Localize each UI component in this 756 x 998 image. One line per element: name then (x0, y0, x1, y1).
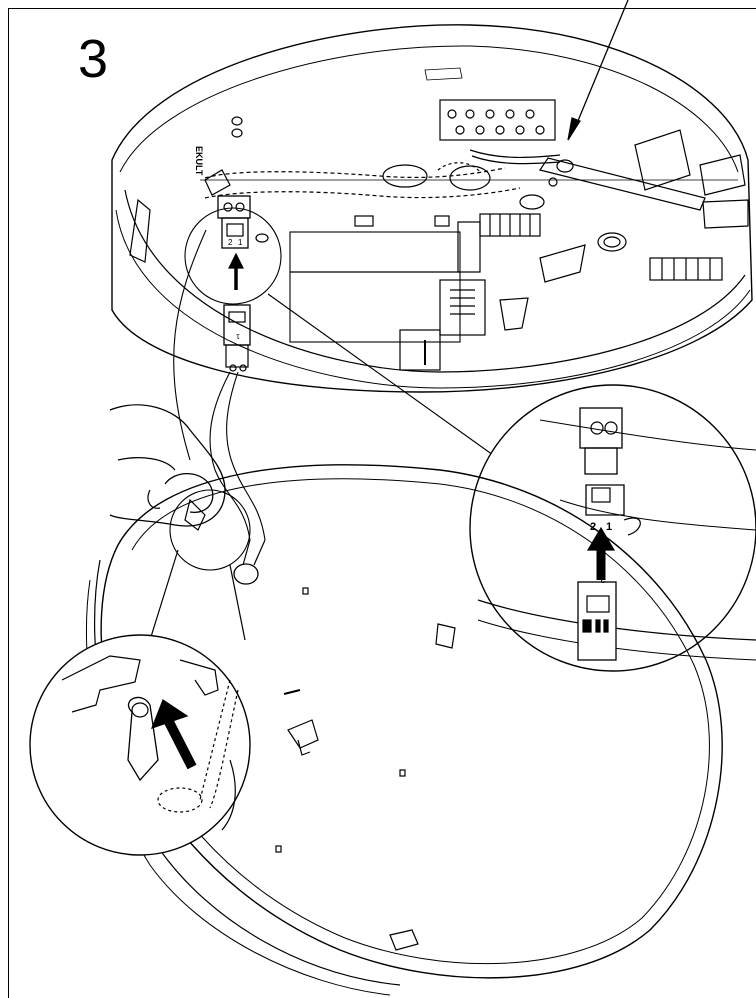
illustration-frame (8, 8, 756, 998)
step-number: 3 (78, 29, 109, 89)
terminal-strip-middle (479, 213, 541, 237)
terminal-strip-right (649, 257, 723, 281)
cable-strain-relief (539, 157, 706, 211)
base-housing: EKULT (111, 24, 753, 393)
pin-label-2: 2 (228, 238, 233, 247)
detail-marker-base (184, 207, 282, 305)
connector-plug-loose: 1 (223, 304, 251, 372)
detail-zoom-clip (29, 634, 251, 856)
zoom-plug-label: 2 (600, 573, 606, 584)
hand (109, 404, 226, 531)
connector-socket-base: 2 1 (217, 195, 251, 249)
housing-label: EKULT (194, 146, 204, 176)
temperature-sensor (233, 539, 266, 585)
zoom-pin-label-1: 1 (606, 521, 612, 533)
callout-arrow-top (567, 0, 629, 141)
insert-arrow-small (228, 252, 244, 290)
detail-zoom-connector: 2 1 2 (469, 384, 756, 672)
plug-pin-labels: 1 (236, 332, 240, 339)
detail-marker-cover (169, 489, 251, 571)
pin-label-1: 1 (238, 238, 243, 247)
terminal-block-top (439, 99, 561, 165)
